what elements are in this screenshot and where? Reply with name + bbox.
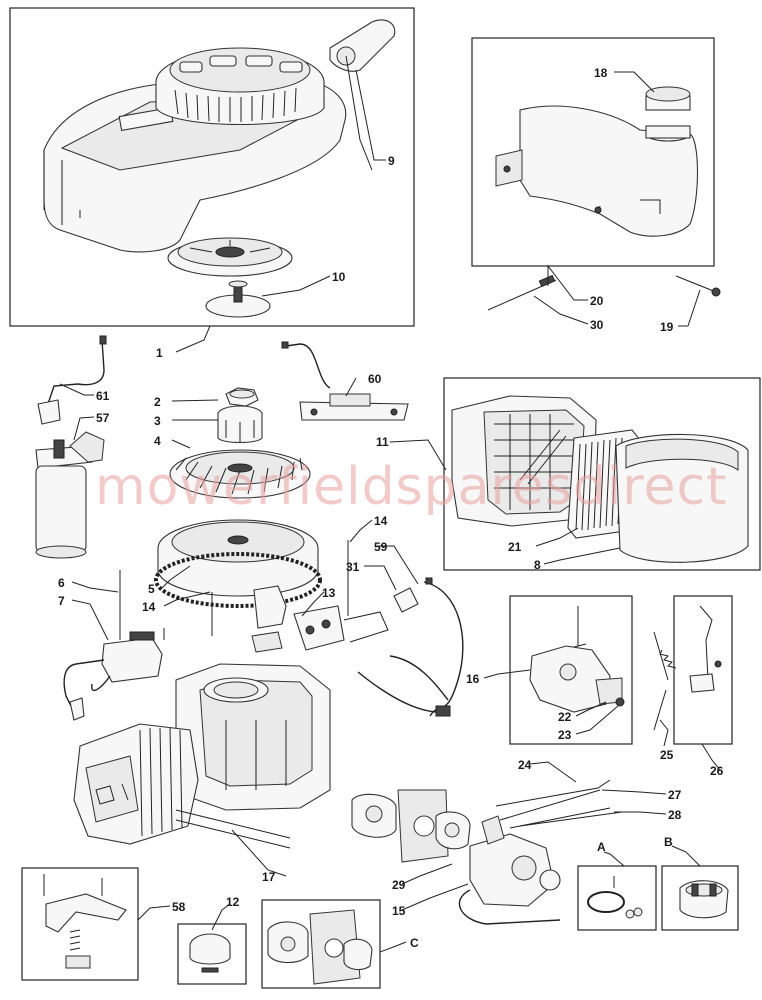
label-61: 61 <box>96 389 110 403</box>
breather-assembly <box>251 585 287 653</box>
label-21: 21 <box>508 540 522 554</box>
label-8: 8 <box>534 558 541 572</box>
label-13: 13 <box>322 586 336 600</box>
studs-bolts <box>119 540 349 640</box>
box-kit-12 <box>177 923 247 985</box>
ignition-module <box>63 631 163 721</box>
electric-starter <box>35 431 105 559</box>
starter-cup-ring <box>217 405 263 444</box>
label-12: 12 <box>226 895 240 909</box>
starter-handle <box>329 19 396 171</box>
flywheel-nut <box>225 387 259 407</box>
kit-58-parts <box>43 874 127 969</box>
label-a: A <box>597 840 606 854</box>
label-b: B <box>664 835 673 849</box>
label-22: 22 <box>558 710 572 724</box>
fuel-line <box>458 889 561 925</box>
control-lever <box>689 605 722 693</box>
label-23: 23 <box>558 728 572 742</box>
box-air-filter <box>443 377 761 571</box>
label-2: 2 <box>154 395 161 409</box>
carburetor <box>469 789 611 907</box>
label-24: 24 <box>518 758 532 772</box>
starter-cup <box>205 280 271 318</box>
heat-shield-60 <box>299 393 409 421</box>
box-kit-c <box>261 899 381 989</box>
label-31: 31 <box>346 560 360 574</box>
box-kit-58 <box>21 867 139 981</box>
air-filter-base <box>451 395 597 527</box>
flywheel <box>154 519 322 608</box>
label-6: 6 <box>58 576 65 590</box>
label-25: 25 <box>660 748 674 762</box>
label-15: 15 <box>392 904 406 918</box>
watermark: mowerfieldsparesdirect <box>95 457 728 517</box>
label-10: 10 <box>332 270 346 284</box>
air-filter-cover <box>615 433 749 563</box>
label-27: 27 <box>668 788 682 802</box>
governor-bracket-13 <box>293 605 389 651</box>
label-58: 58 <box>172 900 186 914</box>
governor-assembly <box>529 606 625 713</box>
label-1: 1 <box>156 346 163 360</box>
box-fuel-tank <box>471 37 715 267</box>
recoil-starter-top <box>155 47 325 126</box>
label-17: 17 <box>262 870 276 884</box>
label-c: C <box>410 936 419 950</box>
tank-bolts <box>487 274 721 311</box>
spark-plug-lead <box>37 335 107 425</box>
head-bolts <box>175 809 291 849</box>
label-60: 60 <box>368 372 382 386</box>
label-19: 19 <box>660 320 674 334</box>
label-16: 16 <box>466 672 480 686</box>
cylinder-head <box>73 723 199 845</box>
cooling-fan <box>169 449 311 499</box>
wiring-harness-59 <box>357 577 464 717</box>
label-30: 30 <box>590 318 604 332</box>
callout-labels: 1 9 10 18 20 30 19 2 3 4 60 61 57 11 21 … <box>58 66 724 950</box>
fuel-tank <box>495 105 699 237</box>
kit-12-parts <box>189 933 231 973</box>
box-governor <box>509 595 633 745</box>
label-26: 26 <box>710 764 724 778</box>
engine-block <box>175 663 331 811</box>
throttle-spring <box>653 631 677 731</box>
label-18: 18 <box>594 66 608 80</box>
kit-a-parts <box>587 876 643 919</box>
label-14-lower: 14 <box>142 600 156 614</box>
starter-pulley <box>167 237 293 277</box>
label-59: 59 <box>374 540 388 554</box>
box-starter-assembly <box>9 7 415 327</box>
box-kit-a <box>577 865 657 931</box>
label-11: 11 <box>376 435 389 449</box>
fuel-cap <box>645 86 691 111</box>
label-29: 29 <box>392 878 406 892</box>
leader-lines <box>59 69 721 953</box>
label-28: 28 <box>668 808 682 822</box>
label-57: 57 <box>96 411 110 425</box>
kill-wire <box>281 341 331 389</box>
kit-c-parts <box>267 909 373 985</box>
label-14-upper: 14 <box>374 514 388 528</box>
kit-b-parts <box>679 880 729 919</box>
label-3: 3 <box>154 414 161 428</box>
label-7: 7 <box>58 594 65 608</box>
box-lever <box>673 595 733 745</box>
label-20: 20 <box>590 294 604 308</box>
label-5: 5 <box>148 582 155 596</box>
throttle-bracket-31 <box>393 587 419 613</box>
label-4: 4 <box>154 434 161 448</box>
intake-gaskets <box>351 789 471 863</box>
throttle-rods <box>495 779 623 827</box>
label-9: 9 <box>388 154 395 168</box>
